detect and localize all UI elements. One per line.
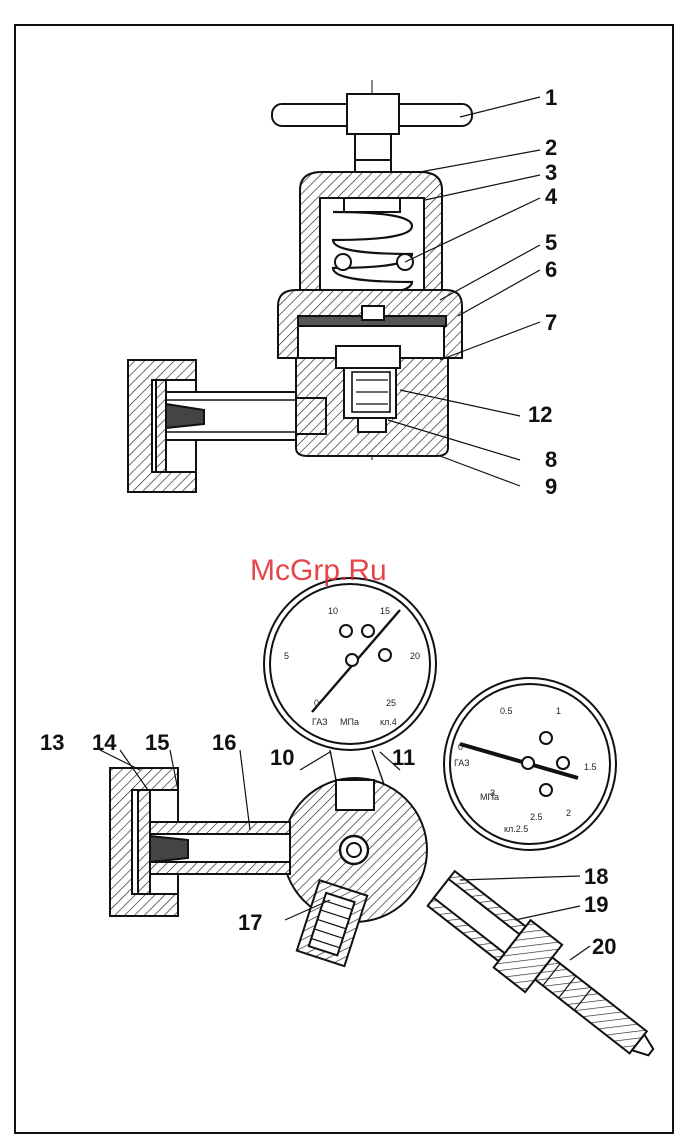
part-label-2: 2 <box>545 135 557 160</box>
inlet-filter <box>150 836 188 862</box>
part-label-10: 10 <box>270 745 294 770</box>
part-label-7: 7 <box>545 310 557 335</box>
gauge-low-tick: 2.5 <box>530 812 543 822</box>
part-label-8: 8 <box>545 447 557 472</box>
handle-hub <box>347 94 399 134</box>
hose-nipple <box>535 957 647 1053</box>
gauge-high-tick: 25 <box>386 698 396 708</box>
gauge-high-unit: кл.4 <box>380 717 397 727</box>
part-label-6: 6 <box>545 257 557 282</box>
part-label-9: 9 <box>545 474 557 499</box>
watermark: McGrp.Ru <box>250 554 387 587</box>
gauge-low-tick: 0.5 <box>500 706 513 716</box>
gauge-high-tick: 10 <box>328 606 338 616</box>
regulator-assembly <box>110 578 669 1076</box>
gauge-high-unit: МПа <box>340 717 359 727</box>
gauge-low-unit: МПа <box>480 792 499 802</box>
gauge-low-tick: 2 <box>566 808 571 818</box>
part-label-1: 1 <box>545 85 557 110</box>
gauge-high-tick: 15 <box>380 606 390 616</box>
part-label-17: 17 <box>238 910 262 935</box>
part-label-4: 4 <box>545 184 558 209</box>
gauge-high-tick: 20 <box>410 651 420 661</box>
gauge-low-tick: 1.5 <box>584 762 597 772</box>
part-label-13: 13 <box>40 730 64 755</box>
part-label-20: 20 <box>592 934 616 959</box>
gauge-high-unit: ГАЗ <box>312 717 328 727</box>
part-label-15: 15 <box>145 730 169 755</box>
gauge-high-tick: 5 <box>284 651 289 661</box>
gauge-high-tick: 0 <box>314 698 319 708</box>
part-label-12: 12 <box>528 402 552 427</box>
part-label-19: 19 <box>584 892 608 917</box>
gauge-low-unit: ГАЗ <box>454 758 470 768</box>
part-label-16: 16 <box>212 730 236 755</box>
gauge-low-tick: 0 <box>458 742 463 752</box>
part-label-14: 14 <box>92 730 117 755</box>
gauge-low-tick: 1 <box>556 706 561 716</box>
part-label-18: 18 <box>584 864 608 889</box>
part-label-5: 5 <box>545 230 557 255</box>
gauge-low-unit: кл.2.5 <box>504 824 528 834</box>
part-label-3: 3 <box>545 160 557 185</box>
part-label-11: 11 <box>392 745 415 770</box>
